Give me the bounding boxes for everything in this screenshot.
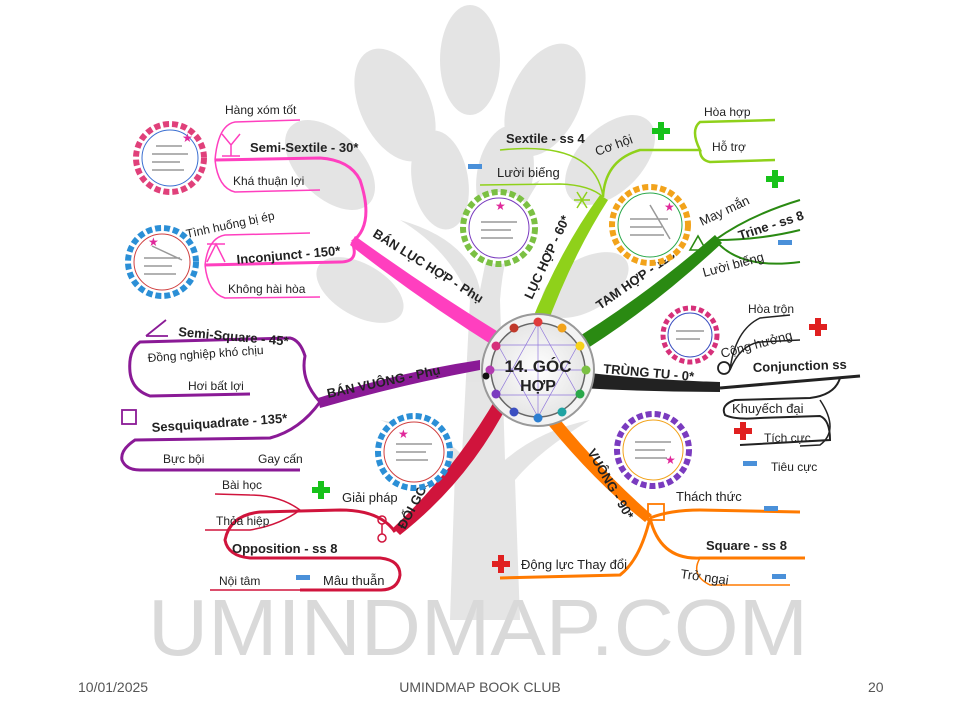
wheel-tam-hop: ★ (609, 184, 691, 266)
branch-trung-tu[interactable]: TRÙNG TỤ - 0* Conjunction ss Hòa trộn Cộ… (603, 302, 861, 474)
sesquiquadrate-a: Bực bội (163, 452, 204, 466)
square-title[interactable]: Square - ss 8 (706, 538, 787, 553)
thoa-hiep-label: Thỏa hiệp (216, 514, 270, 528)
tieu-cuc-label: Tiêu cực (771, 460, 817, 474)
center-node[interactable]: 14. GÓC HỢP (481, 313, 595, 427)
inconjunct-top: Tình huống bị ép (185, 208, 276, 240)
tich-cuc-label: Tích cực (764, 431, 811, 445)
khuyech-dai-label: Khuyếch đại (732, 401, 804, 416)
svg-text:★: ★ (398, 427, 409, 441)
wheel-inconjunct: ★ (125, 225, 199, 299)
plus-icon (766, 170, 784, 188)
sesquiquadrate-symbol-icon (121, 409, 137, 425)
branch-orange (538, 405, 652, 522)
footer-date: 10/01/2025 (78, 679, 149, 695)
footer-club: UMINDMAP BOOK CLUB (399, 679, 561, 695)
hoa-hop-label: Hòa hợp (704, 105, 751, 119)
giai-phap-label: Giải pháp (342, 490, 398, 505)
semi-sextile-symbol-icon (221, 133, 241, 157)
luoi-bieng-luchop-label: Lười biếng (497, 165, 560, 180)
center-title-line1: 14. GÓC (504, 357, 571, 376)
dong-luc-label: Động lực Thay đổi (521, 557, 627, 572)
hoa-tron-label: Hòa trộn (748, 302, 794, 316)
minus-icon (772, 574, 786, 579)
noi-tam-label: Nội tâm (219, 574, 260, 588)
svg-text:★: ★ (495, 199, 506, 213)
branch-green (565, 235, 722, 358)
inconjunct-symbol-icon (206, 242, 226, 263)
plus-icon (492, 555, 510, 573)
svg-text:★: ★ (665, 453, 676, 467)
plus-icon (312, 481, 330, 499)
minus-icon (743, 461, 757, 466)
sextile-title[interactable]: Sextile - ss 4 (506, 131, 586, 146)
footer-page-number: 20 (868, 679, 884, 695)
inconjunct-bottom: Không hài hòa (228, 282, 306, 296)
wheel-semi-sextile: ★ (133, 121, 207, 195)
conjunction-title[interactable]: Conjunction ss (753, 357, 847, 375)
sextile-symbol-icon (574, 191, 590, 209)
semi-square-symbol-icon (145, 319, 168, 337)
branch-crimson (393, 395, 510, 535)
branch-lime (530, 195, 608, 330)
bai-hoc-label: Bài học (222, 478, 262, 492)
semi-square-a: Đồng nghiệp khó chịu (147, 343, 264, 365)
square-symbol-icon (647, 503, 665, 521)
mau-thuan-label: Mâu thuẫn (323, 573, 384, 588)
tree-watermark (285, 5, 655, 620)
sesquiquadrate-title[interactable]: Sesquiquadrate - 135* (151, 410, 288, 435)
cong-huong-label: Cộng hưởng (719, 327, 794, 361)
opposition-symbol-icon (377, 515, 387, 543)
minus-icon (778, 240, 792, 245)
center-title-line2: HỢP (520, 378, 556, 395)
ho-tro-label: Hỗ trợ (712, 139, 746, 154)
trine-symbol-icon (688, 234, 708, 251)
wheel-trung-tu (660, 305, 720, 365)
svg-text:★: ★ (182, 131, 193, 145)
svg-text:★: ★ (664, 200, 675, 214)
watermark-text: UMINDMAP.COM (148, 583, 808, 672)
svg-text:★: ★ (148, 235, 159, 249)
semi-sextile-top: Hàng xóm tốt (225, 103, 297, 117)
plus-icon (809, 318, 827, 336)
plus-icon (734, 422, 752, 440)
sesquiquadrate-b: Gay cấn (258, 452, 303, 466)
branch-purple (318, 360, 480, 408)
wheel-luc-hop: ★ (460, 189, 538, 267)
wheel-doi-goc: ★ (375, 413, 453, 491)
tro-ngai-label: Trở ngại (680, 566, 730, 588)
opposition-title[interactable]: Opposition - ss 8 (232, 541, 337, 556)
thach-thuc-label: Thách thức (676, 489, 742, 504)
wheel-vuong: ★ (614, 411, 692, 489)
branch-black (580, 372, 720, 392)
minus-icon (764, 506, 778, 511)
minus-icon (296, 575, 310, 580)
semi-sextile-bottom: Khá thuận lợi (233, 174, 304, 188)
minus-icon (468, 164, 482, 169)
plus-icon (652, 122, 670, 140)
semi-sextile-title[interactable]: Semi-Sextile - 30* (250, 140, 359, 155)
ban-vuong-title: BÁN VUÔNG - Phụ (326, 362, 442, 401)
semi-square-b: Hơi bất lợi (188, 379, 244, 393)
trine-title[interactable]: Trine - ss 8 (736, 208, 805, 243)
branch-pink (350, 236, 508, 350)
center-dots (485, 317, 591, 423)
